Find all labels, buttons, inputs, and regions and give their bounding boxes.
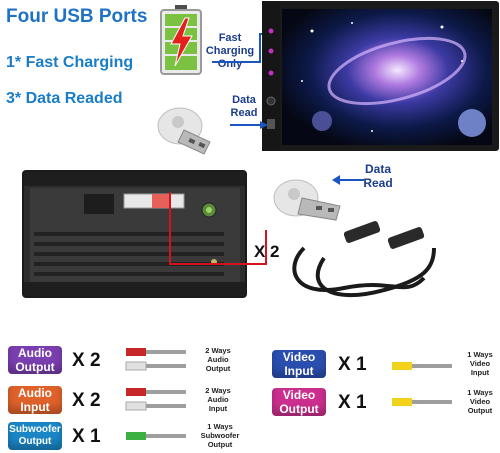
desc-line: 1 Ways [467, 388, 493, 397]
chassis-detail [24, 172, 245, 296]
audio-input-desc: 2 Ways Audio Input [196, 386, 240, 413]
rca-cable-yellow-icon [392, 398, 452, 406]
desc-line: Output [205, 364, 231, 373]
rca-cable-green-icon [126, 432, 186, 440]
battery-charging-icon [160, 5, 202, 75]
tag-line: Video [282, 388, 316, 402]
data-read-callout-top: Data Read [228, 94, 260, 120]
rca-cable-yellow-icon [392, 362, 452, 370]
desc-line: Video [469, 359, 491, 368]
tag-line: Output [15, 360, 55, 374]
title-four-usb-ports: Four USB Ports [6, 6, 148, 27]
tag-line: Output [18, 436, 52, 447]
rca-cable-red-white-icon [125, 348, 186, 371]
data-readed-label: 3* Data Readed [6, 90, 123, 107]
callout-line: Read [363, 176, 393, 190]
desc-line: Subwoofer [200, 431, 240, 440]
audio-input-count: X 2 [72, 390, 101, 411]
callout-line: Data [232, 94, 256, 106]
desc-line: Input [470, 368, 490, 377]
usb-red-wire-path [169, 192, 267, 265]
tag-line: Audio [18, 386, 52, 400]
callout-line: Read [230, 107, 258, 119]
head-unit-screen [262, 1, 499, 151]
desc-line: Output [467, 406, 493, 415]
fast-charging-label: 1* Fast Charging [6, 54, 134, 71]
desc-line: 1 Ways [467, 350, 493, 359]
video-input-desc: 1 Ways Video Input [462, 350, 498, 377]
head-unit-rear-chassis [22, 170, 247, 298]
audio-output-count: X 2 [72, 350, 101, 371]
tag-line: Input [20, 400, 50, 414]
usb-stick-icon-top [157, 107, 211, 155]
desc-line: Audio [207, 355, 229, 364]
video-input-count: X 1 [338, 354, 367, 375]
callout-line: Data [364, 162, 391, 176]
tag-line: Input [284, 364, 314, 378]
tag-line: Audio [17, 346, 52, 360]
callout-line: Fast [218, 32, 242, 44]
video-output-desc: 1 Ways Video Output [462, 388, 498, 415]
desc-line: 2 Ways [205, 386, 231, 395]
arrow-to-usb-stick [332, 175, 364, 185]
galaxy-wallpaper [262, 1, 492, 151]
usb-stick-icon-right [273, 179, 341, 221]
tag-line: Subwoofer [9, 424, 61, 435]
rca-cable-red-white-icon [125, 388, 186, 411]
arrow-to-data-port [230, 121, 268, 129]
audio-output-desc: 2 Ways Audio Output [196, 346, 240, 373]
tag-line: Video [282, 350, 316, 364]
usb-extension-cables [292, 221, 436, 298]
desc-line: Audio [207, 395, 229, 404]
subwoofer-output-count: X 1 [72, 426, 101, 447]
desc-line: Video [469, 397, 491, 406]
desc-line: Input [208, 404, 228, 413]
desc-line: 1 Ways [207, 422, 233, 431]
tag-line: Output [279, 402, 319, 416]
subwoofer-output-desc: 1 Ways Subwoofer Output [196, 422, 244, 449]
callout-line: Charging [205, 45, 255, 57]
data-read-callout-right: Data Read [356, 162, 400, 190]
video-output-count: X 1 [338, 392, 367, 413]
x2-usb-cables: X 2 [254, 242, 280, 261]
desc-line: Output [207, 440, 233, 449]
desc-line: 2 Ways [205, 346, 231, 355]
